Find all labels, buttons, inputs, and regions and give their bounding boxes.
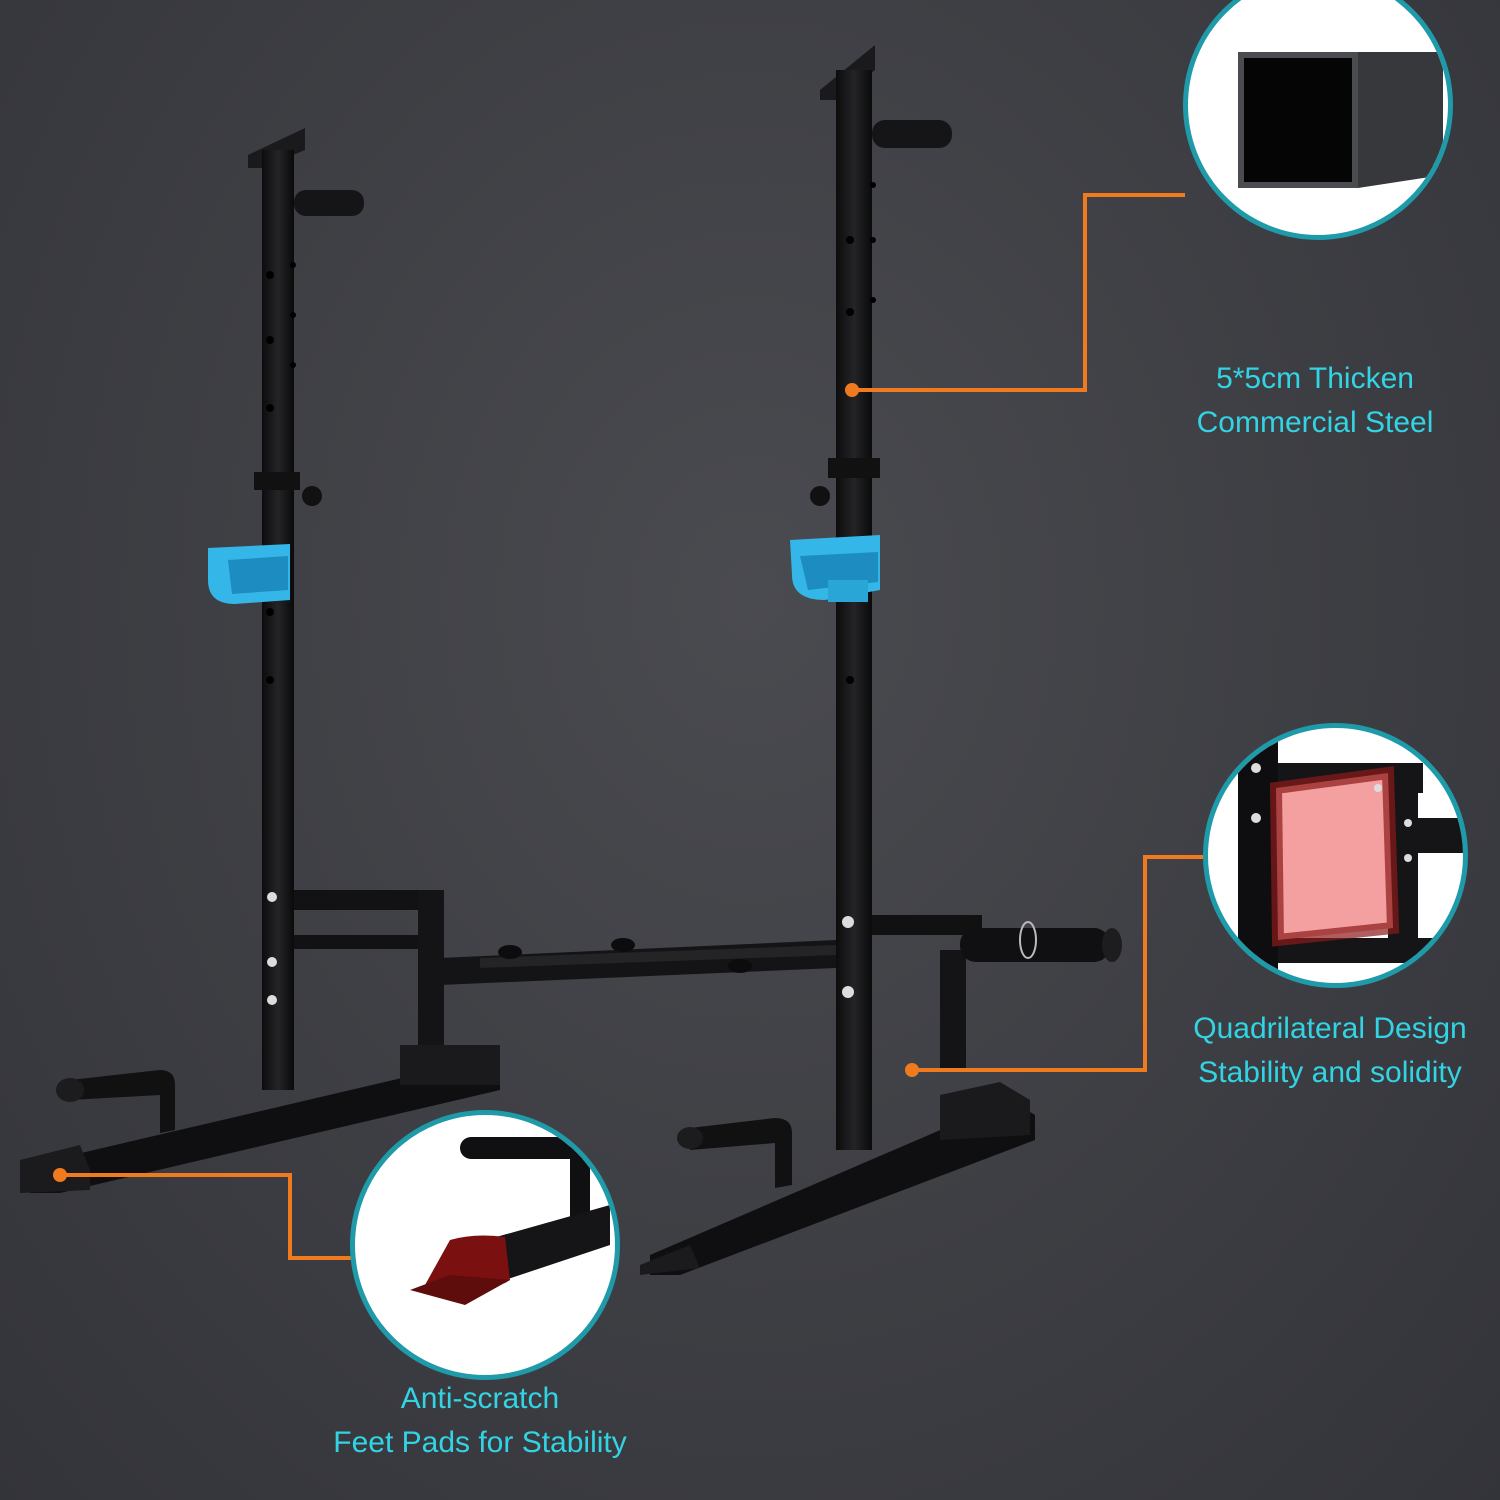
steel-tube-detail-bubble (1183, 0, 1453, 240)
square-tube-icon (1238, 52, 1443, 188)
callout-quadrilateral-line1: Quadrilateral Design (1193, 1012, 1467, 1045)
callout-feet-line1: Anti-scratch (400, 1382, 560, 1415)
quadrilateral-frame-icon (1238, 728, 1463, 983)
callout-steel-line1: 5*5cm Thicken (1216, 362, 1414, 395)
right-upright (640, 45, 1122, 1275)
foot-pad-icon (410, 1137, 610, 1305)
left-upright (20, 128, 500, 1193)
quadrilateral-detail-bubble (1203, 723, 1468, 988)
callout-steel-line2: Commercial Steel (1196, 406, 1434, 439)
callout-steel-text: 5*5cm Thicken Commercial Steel (1160, 357, 1470, 445)
callout-feet-text: Anti-scratch Feet Pads for Stability (290, 1377, 670, 1465)
callout-feet-line2: Feet Pads for Stability (333, 1426, 627, 1459)
feet-pad-detail-bubble (350, 1110, 620, 1380)
cross-bar (440, 938, 836, 985)
leader-lines (60, 193, 1205, 1260)
callout-quadrilateral-text: Quadrilateral Design Stability and solid… (1160, 1007, 1500, 1095)
callout-quadrilateral-line2: Stability and solidity (1198, 1056, 1462, 1089)
